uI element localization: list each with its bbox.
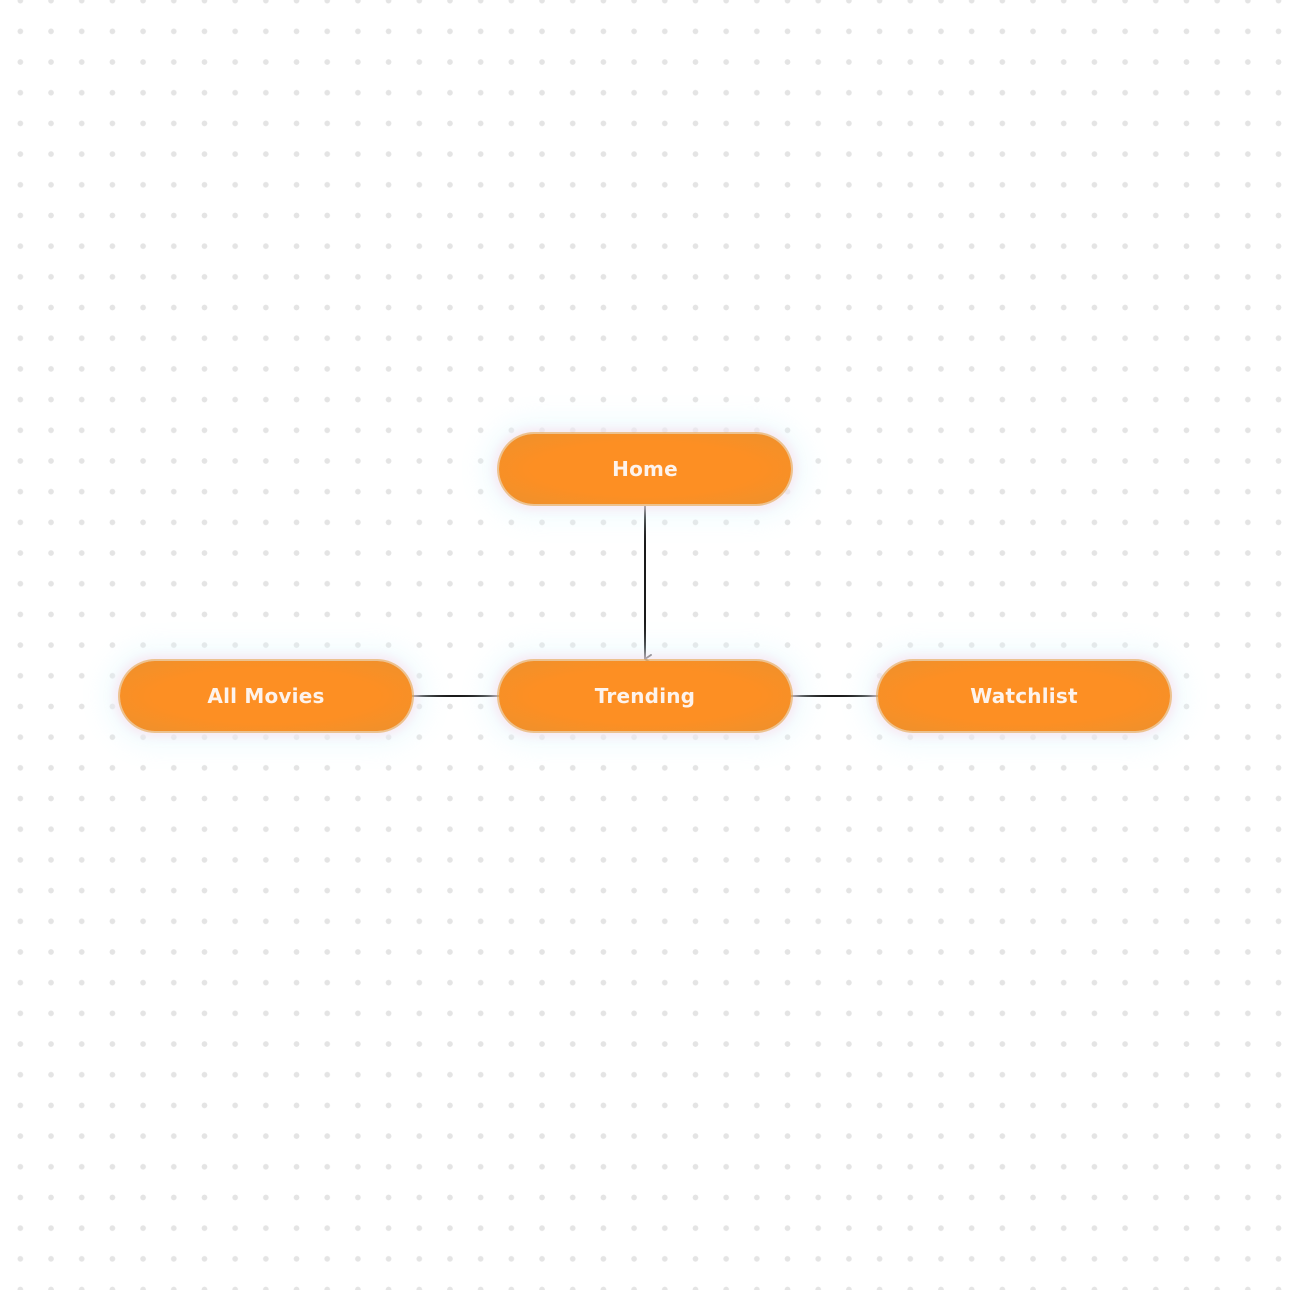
node-trending[interactable]: Trending — [499, 661, 791, 731]
node-watchlist[interactable]: Watchlist — [878, 661, 1170, 731]
node-all-movies[interactable]: All Movies — [120, 661, 412, 731]
node-home-label: Home — [612, 457, 678, 481]
node-trending-label: Trending — [594, 684, 696, 708]
node-home[interactable]: Home — [499, 434, 791, 504]
node-watchlist-label: Watchlist — [970, 684, 1078, 708]
node-all-movies-label: All Movies — [207, 684, 325, 708]
